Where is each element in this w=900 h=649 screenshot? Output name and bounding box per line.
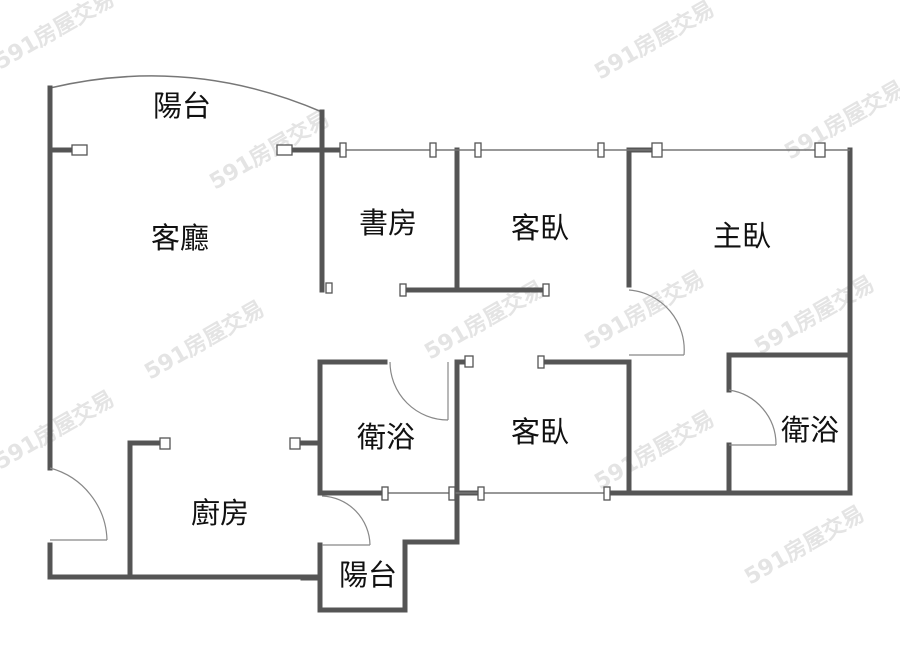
- watermark: 591房屋交易: [0, 386, 119, 475]
- room-study: 書房: [359, 206, 417, 240]
- door-balcony: [321, 495, 371, 546]
- watermark: 591房屋交易: [740, 501, 869, 590]
- watermark: 591房屋交易: [140, 296, 269, 385]
- watermark: 591房屋交易: [0, 0, 119, 75]
- room-balcony-bottom: 陽台: [339, 558, 397, 592]
- watermarks: 591房屋交易 591房屋交易 591房屋交易 591房屋交易 591房屋交易 …: [0, 0, 900, 590]
- room-balcony-top: 陽台: [153, 89, 211, 123]
- wall-jambs: [71, 142, 826, 501]
- watermark: 591房屋交易: [590, 406, 719, 495]
- room-bath-1: 衛浴: [357, 420, 415, 454]
- room-living: 客廳: [151, 221, 209, 255]
- watermark: 591房屋交易: [580, 266, 709, 355]
- room-kitchen: 廚房: [191, 496, 249, 530]
- room-bath-2: 衛浴: [781, 413, 839, 447]
- doors: [49, 289, 777, 546]
- balcony-arc: [49, 75, 323, 113]
- watermark: 591房屋交易: [780, 76, 900, 165]
- watermark: 591房屋交易: [590, 0, 719, 85]
- room-master-bed: 主臥: [713, 219, 771, 253]
- door-bath-2: [728, 389, 777, 446]
- door-bath-1: [389, 361, 449, 421]
- watermark: 591房屋交易: [750, 271, 879, 360]
- walls: [47, 75, 853, 613]
- room-guest-bed-2: 客臥: [511, 415, 569, 449]
- room-guest-bed-1: 客臥: [511, 211, 569, 245]
- room-labels: 陽台 客廳 書房 客臥 主臥 衛浴 客臥 衛浴 廚房 陽台: [151, 89, 839, 592]
- door-entrance: [49, 467, 108, 541]
- door-master: [628, 289, 685, 356]
